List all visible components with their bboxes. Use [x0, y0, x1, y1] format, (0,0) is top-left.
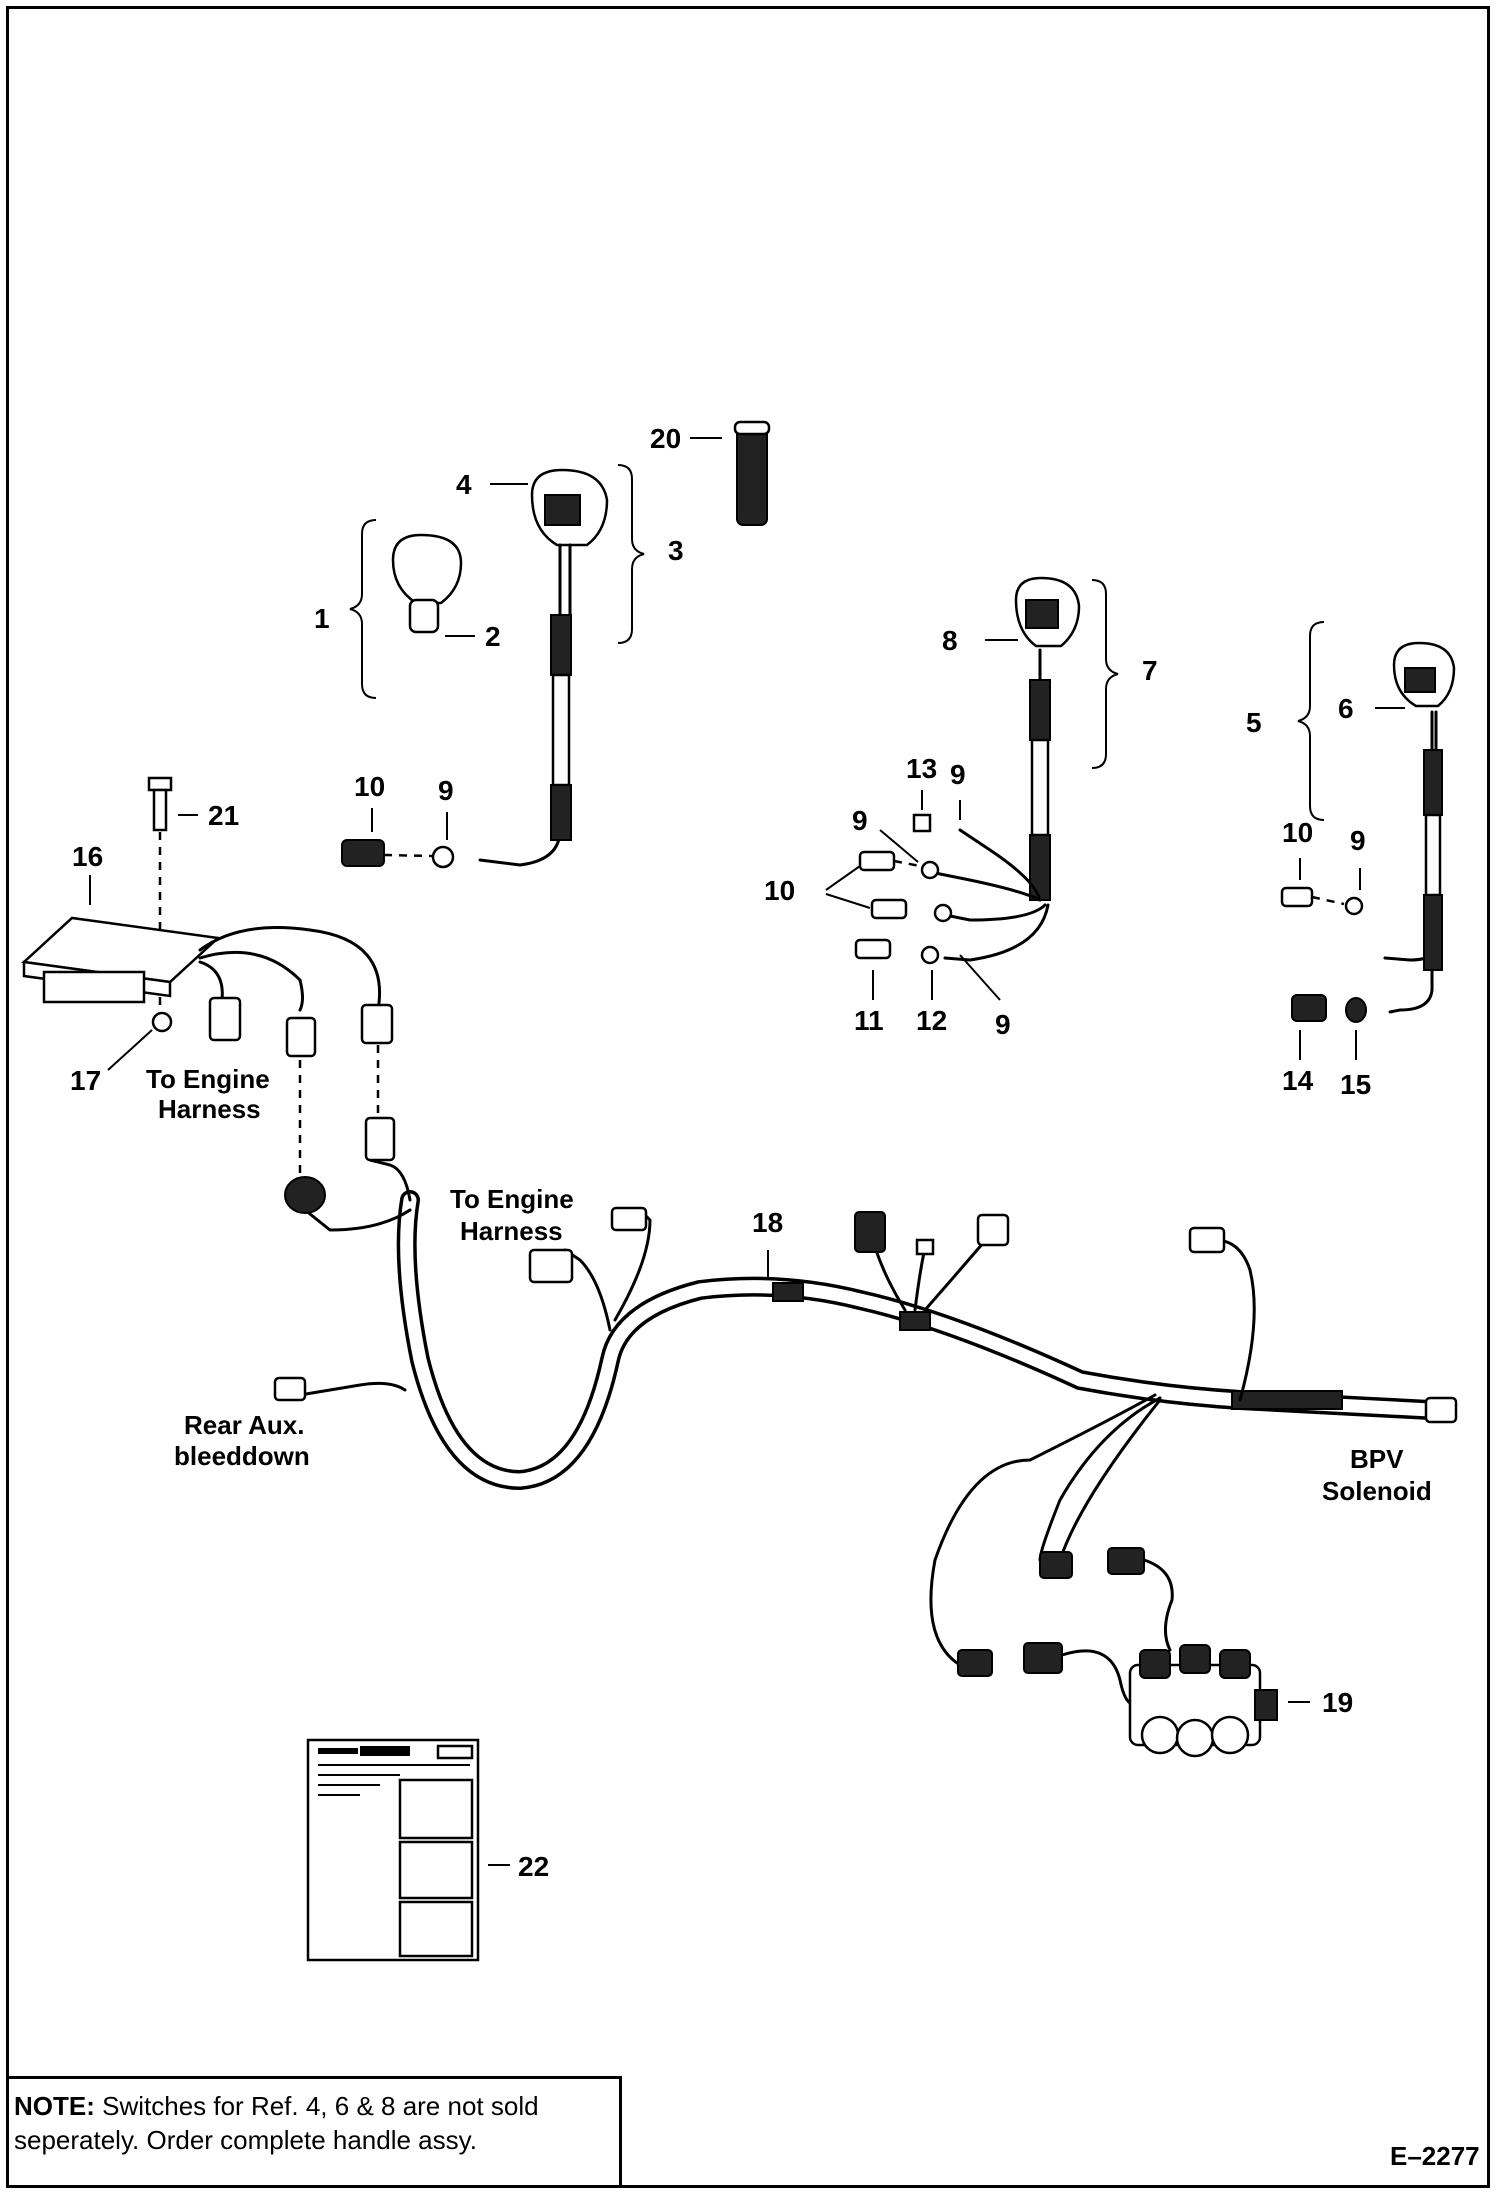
label-harness-1: Harness — [158, 1094, 261, 1124]
part-9-terminal-mid — [920, 860, 940, 880]
bracket-1 — [349, 519, 377, 699]
bracket-7 — [1091, 579, 1119, 769]
label-rear-aux: Rear Aux. — [184, 1410, 304, 1440]
callout-11: 11 — [854, 1005, 884, 1036]
part-6-switch — [1392, 641, 1456, 708]
callout-9-left: 9 — [438, 775, 454, 806]
label-to-engine-harness-1: To Engine — [146, 1064, 270, 1094]
connector-engine-harness-2 — [528, 1248, 574, 1284]
callout-12: 12 — [916, 1005, 947, 1036]
callout-19: 19 — [1322, 1687, 1353, 1718]
part-19-valve-block — [1128, 1644, 1278, 1758]
part-17-nut — [151, 1011, 173, 1033]
connector-harness-b — [284, 1176, 326, 1214]
part-5-harness-bands — [1423, 749, 1443, 971]
connector-valve-d — [1023, 1642, 1063, 1674]
note-box: NOTE: Switches for Ref. 4, 6 & 8 are not… — [6, 2076, 622, 2188]
part-21-bolt — [147, 776, 173, 832]
connector-engine-c — [360, 1003, 394, 1045]
connector-mid-a — [854, 1211, 886, 1253]
callout-18: 18 — [752, 1207, 783, 1238]
part-10-connector-left — [341, 839, 385, 867]
callout-1: 1 — [314, 603, 330, 634]
part-10-connector-right — [1280, 886, 1314, 908]
part-9-terminal-left — [431, 845, 455, 869]
figure-id: E–2277 — [1390, 2141, 1480, 2171]
bracket-3 — [617, 464, 645, 644]
callout-7: 7 — [1142, 655, 1158, 686]
callout-2: 2 — [485, 621, 501, 652]
part-3-harness-bands — [550, 614, 572, 841]
callout-10-right: 10 — [1282, 817, 1313, 848]
connector-valve-b — [1039, 1551, 1073, 1579]
callout-13: 13 — [906, 753, 937, 784]
callout-17: 17 — [70, 1065, 101, 1096]
connector-bpv — [1424, 1396, 1458, 1424]
callout-9-mid-a: 9 — [950, 759, 966, 790]
callout-9-mid-b: 9 — [852, 805, 868, 836]
note-line-2: seperately. Order complete handle assy. — [14, 2125, 477, 2155]
connector-engine-a — [208, 996, 242, 1042]
callout-9-right: 9 — [1350, 825, 1366, 856]
callout-15: 15 — [1340, 1069, 1371, 1100]
label-harness-2: Harness — [460, 1216, 563, 1246]
callout-9-mid-c: 9 — [995, 1009, 1011, 1040]
callout-10-mid: 10 — [764, 875, 795, 906]
label-to-engine-harness-2: To Engine — [450, 1184, 574, 1214]
callout-5: 5 — [1246, 707, 1262, 738]
note-prefix: NOTE: — [14, 2091, 95, 2121]
connector-right-upper — [1188, 1226, 1226, 1254]
part-8-switch — [1014, 576, 1081, 648]
bracket-5 — [1297, 621, 1325, 821]
part-12-terminal — [920, 945, 940, 965]
part-20-grip — [733, 420, 771, 526]
leader-17 — [107, 1029, 153, 1071]
part-10-connector-mid-b — [870, 898, 908, 920]
label-bleeddown: bleeddown — [174, 1441, 310, 1471]
part-15-seal — [1345, 997, 1367, 1023]
part-4-switch — [530, 468, 609, 547]
label-bpv: BPV — [1350, 1444, 1404, 1474]
part-11-connector — [854, 938, 892, 960]
connector-harness-a — [364, 1116, 396, 1162]
part-22-instruction-sheet — [306, 1738, 480, 1962]
callout-14: 14 — [1282, 1065, 1314, 1096]
part-14-connector — [1291, 994, 1327, 1022]
callout-20: 20 — [650, 423, 681, 454]
connector-engine-b — [285, 1016, 317, 1058]
diagram-border — [6, 6, 1490, 2188]
connector-valve-c — [1107, 1547, 1145, 1575]
part-16-module-box — [21, 916, 221, 1004]
part-13-terminal — [912, 813, 932, 833]
connector-engine-harness-3 — [610, 1206, 648, 1232]
callout-21: 21 — [208, 800, 239, 831]
callout-10-left: 10 — [354, 771, 385, 802]
callout-3: 3 — [668, 535, 684, 566]
part-10-connector-mid-a — [858, 850, 896, 872]
callout-6: 6 — [1338, 693, 1354, 724]
label-solenoid: Solenoid — [1322, 1476, 1432, 1506]
callout-22: 22 — [518, 1851, 549, 1882]
connector-rear-aux — [273, 1376, 307, 1402]
note-line-1: Switches for Ref. 4, 6 & 8 are not sold — [94, 2091, 539, 2121]
callout-8: 8 — [942, 625, 958, 656]
part-2-switch-cap — [391, 533, 463, 634]
connector-valve-a — [957, 1649, 993, 1677]
callout-4: 4 — [456, 469, 472, 500]
part-18-main-harness — [396, 1190, 1440, 1491]
callout-16: 16 — [72, 841, 103, 872]
part-9-terminal-right — [1344, 896, 1364, 916]
part-3-harness-wire — [478, 543, 562, 867]
connector-mid-c — [976, 1213, 1010, 1247]
part-7-harness-bands — [1029, 679, 1051, 901]
